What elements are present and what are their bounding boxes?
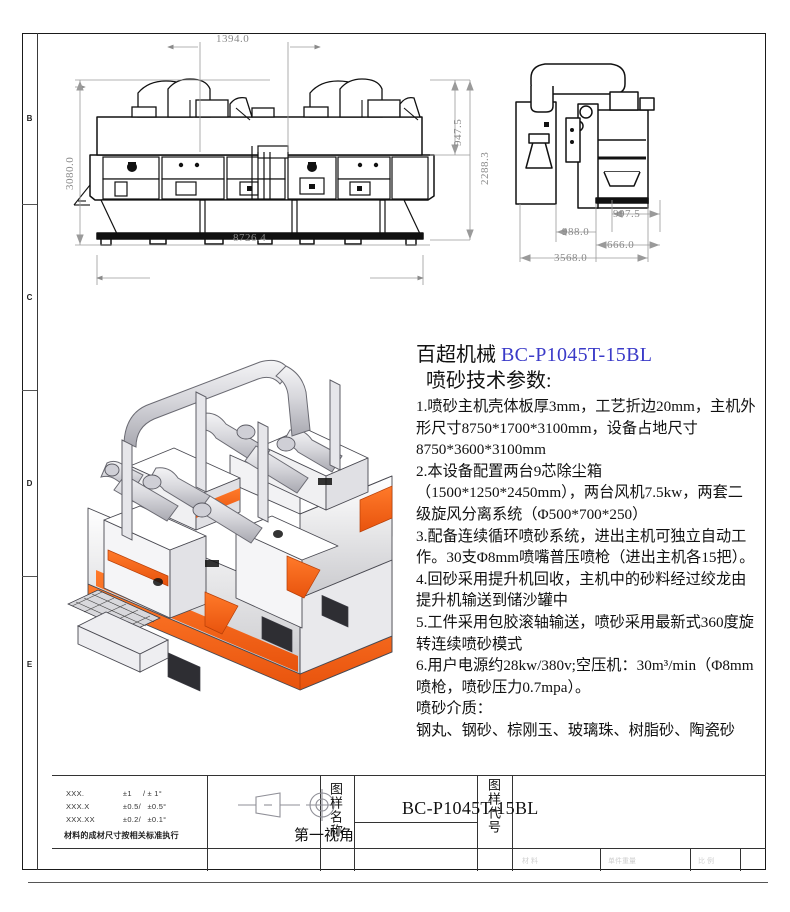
dim-side-right-width: 997.5	[613, 208, 641, 220]
tb-row-divider-b	[52, 848, 766, 849]
footer-cell-material: 材 料	[522, 858, 538, 865]
tolerance-table: XXX. ±1 / ± 1° XXX.X ±0.5/ ±0.5° XXX.XX …	[64, 786, 168, 827]
zone-letter-column: B C D E	[22, 33, 37, 870]
spec-item-3: 3.配备连续循环喷砂系统，进出主机可独立自动工作。30支Φ8mm喷嘴普压喷枪（进…	[416, 527, 755, 567]
dim-height-overall: 3080.0	[64, 156, 76, 190]
model-name: BC-P1045T-15BL	[501, 344, 653, 366]
tolerance-sep	[143, 801, 145, 812]
tolerance-spec: XXX.X	[66, 802, 90, 811]
brand-name: 百超机械	[416, 344, 496, 366]
specification-panel: 百超机械 BC-P1045T-15BL 喷砂技术参数: 1.喷砂主机壳体板厚3m…	[416, 342, 756, 742]
title-block: XXX. ±1 / ± 1° XXX.X ±0.5/ ±0.5° XXX.XX …	[52, 775, 766, 871]
zone-cell-d: D	[22, 391, 37, 577]
spec-item-4: 4.回砂采用提升机回收，主机中的砂料经过绞龙由提升机输送到储沙罐中	[416, 570, 747, 610]
tb-divider-5	[512, 776, 513, 871]
dim-height-lower: 2288.3	[479, 151, 491, 185]
tb-divider-8	[740, 848, 741, 871]
tolerance-row: XXX. ±1 / ± 1°	[66, 788, 166, 799]
spec-item-5: 5.工件采用包胶滚轴输送，喷砂采用最新式360度旋转连续喷砂模式	[416, 613, 754, 653]
tolerance-angular: ± 1°	[147, 789, 163, 798]
zone-label-b: B	[26, 114, 33, 123]
sheet-bottom-rule	[28, 882, 768, 883]
tb-row-divider-a	[354, 822, 477, 823]
tb-divider-2	[320, 776, 321, 871]
tolerance-row: XXX.XX ±0.2/ ±0.1°	[66, 814, 166, 825]
spec-item-2: 2.本设备配置两台9芯除尘箱（1500*1250*2450mm），两台风机7.5…	[416, 462, 743, 523]
tolerance-angular: ±0.1°	[147, 815, 167, 824]
spec-item-1: 1.喷砂主机壳体板厚3mm，工艺折边20mm，主机外形尺寸8750*1700*3…	[416, 398, 756, 459]
tolerance-linear: ±0.2/	[122, 815, 142, 824]
sheet-frame-outer	[22, 33, 766, 870]
footer-cell-scale: 比 例	[698, 858, 714, 865]
sheet-frame-inner	[37, 33, 766, 870]
dim-side-left-offset: 988.0	[562, 226, 590, 238]
dim-height-upper: 947.5	[452, 118, 464, 146]
tolerance-spec: XXX.	[66, 789, 85, 798]
dim-width-inner: 1394.0	[216, 33, 250, 45]
spec-title: 百超机械 BC-P1045T-15BL	[416, 342, 756, 368]
zone-label-e: E	[26, 660, 33, 669]
tb-divider-3	[354, 776, 355, 871]
dim-side-overall-width: 3568.0	[554, 252, 588, 264]
zone-label-d: D	[26, 479, 33, 488]
spec-media-value: 钢丸、钢砂、棕刚玉、玻璃珠、树脂砂、陶瓷砂	[416, 721, 735, 739]
tolerance-linear: ±0.5/	[122, 802, 142, 811]
tb-divider-4	[477, 776, 478, 871]
dim-side-mid-width: 666.0	[607, 239, 635, 251]
spec-body: 1.喷砂主机壳体板厚3mm，工艺折边20mm，主机外形尺寸8750*1700*3…	[416, 396, 756, 742]
tolerance-spec: XXX.XX	[66, 815, 95, 824]
zone-cell-e: E	[22, 577, 37, 752]
tolerance-note: 材料的成材尺寸按相关标准执行	[64, 831, 179, 840]
projection-label: 第一视角	[293, 828, 354, 844]
spec-media-label: 喷砂介质：	[416, 700, 492, 718]
tb-divider-6	[600, 848, 601, 871]
tb-divider-7	[690, 848, 691, 871]
tolerance-sep: /	[143, 789, 146, 798]
zone-label-c: C	[26, 293, 33, 302]
zone-cell-b: B	[22, 33, 37, 205]
footer-cell-weight: 单件重量	[608, 858, 636, 865]
tolerance-angular: ±0.5°	[147, 802, 167, 811]
tolerance-linear: ±1	[122, 789, 132, 798]
drawing-name-value: BC-P1045T-15BL	[402, 798, 539, 818]
tolerance-sep	[143, 814, 145, 825]
drawing-name-label: 图样名称	[328, 782, 343, 838]
zone-cell-c: C	[22, 205, 37, 391]
spec-subtitle: 喷砂技术参数:	[426, 370, 552, 392]
tolerance-row: XXX.X ±0.5/ ±0.5°	[66, 801, 166, 812]
tb-divider-1	[207, 776, 208, 871]
spec-item-6: 6.用户电源约28kw/380v;空压机：30m³/min（Φ8mm喷枪，喷砂压…	[416, 657, 754, 696]
drawing-code-label: 图样代号	[486, 778, 501, 834]
dim-length-overall: 8726.4	[233, 232, 267, 244]
first-angle-projection-icon	[238, 789, 338, 821]
